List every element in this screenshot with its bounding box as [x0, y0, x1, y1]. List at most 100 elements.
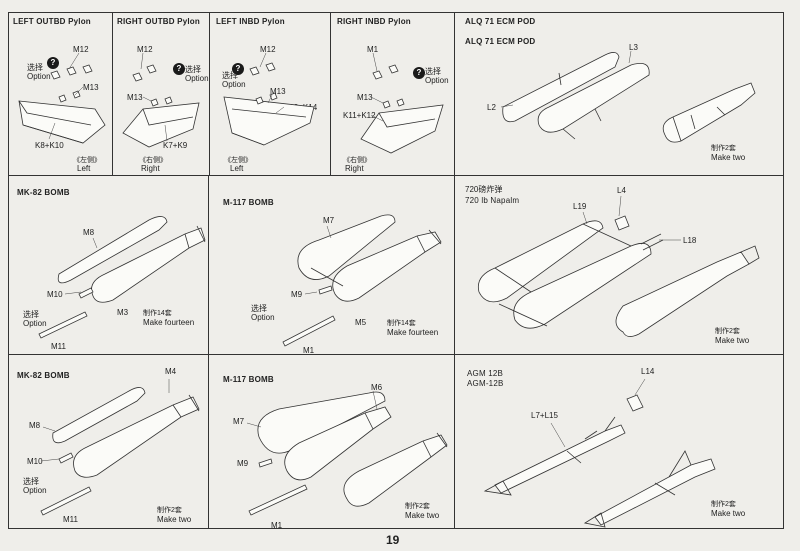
quantity-label-cn: 制作14套 — [387, 320, 416, 327]
option-icon: ? — [232, 63, 244, 75]
part-label: K11+K12 — [343, 111, 376, 120]
bomb-drawing — [38, 216, 206, 339]
part-label: K8+K10 — [35, 141, 64, 150]
part-label: K7+K9 — [163, 141, 188, 150]
panel-title: MK-82 BOMB — [17, 371, 70, 380]
part-label: M10 — [47, 290, 63, 299]
part-label: M6 — [371, 383, 383, 392]
page-number: 19 — [386, 533, 400, 547]
part-label: M11 — [63, 515, 78, 524]
panel-title: MK-82 BOMB — [17, 188, 70, 197]
part-label: L4 — [617, 186, 626, 195]
part-label: L3 — [629, 43, 638, 52]
part-label: M11 — [51, 342, 66, 351]
part-label: M12 — [73, 45, 89, 54]
bomb-drawing — [40, 379, 200, 516]
part-label: L2 — [487, 103, 496, 112]
part-label: M12 — [137, 45, 153, 54]
part-label: M9 — [291, 290, 303, 299]
bomb-drawing — [246, 390, 448, 516]
part-label: L19 — [573, 202, 587, 211]
part-label: M13 — [83, 83, 99, 92]
part-label: L7+L15 — [531, 411, 558, 420]
part-label: M1 — [303, 346, 315, 355]
pylon-drawing — [360, 52, 444, 154]
panel-title: 720 lb Napalm — [465, 196, 520, 205]
ecm-pod-drawing — [500, 50, 756, 143]
panel-alq71-ecm-pod: ALQ 71 ECM POD ALQ 71 ECM POD L3 L2 制作2套… — [454, 12, 784, 176]
side-label: Left — [230, 164, 244, 173]
side-label-cn: 《左侧》 — [73, 157, 101, 164]
side-label: Left — [77, 164, 91, 173]
option-icon: ? — [47, 57, 59, 69]
part-label: M1 — [271, 521, 283, 529]
panel-title: RIGHT OUTBD Pylon — [117, 17, 200, 26]
panel-subtitle: AGM-12B — [467, 379, 504, 388]
pylon-drawing — [18, 52, 106, 144]
part-label: M12 — [260, 45, 276, 54]
side-label: Right — [141, 164, 160, 173]
missile-drawing — [483, 378, 716, 528]
part-label: M13 — [357, 93, 373, 102]
side-label-cn: 《左侧》 — [224, 157, 252, 164]
part-label: M1 — [367, 45, 379, 54]
quantity-label-cn: 制作2套 — [711, 501, 736, 508]
quantity-label: Make fourteen — [143, 318, 195, 327]
pylon-drawing — [122, 52, 200, 148]
quantity-label: Make two — [711, 509, 746, 518]
bomb-drawing — [282, 214, 442, 347]
panel-title: RIGHT INBD Pylon — [337, 17, 411, 26]
quantity-label-cn: 制作2套 — [715, 328, 740, 335]
quantity-label-cn: 制作2套 — [711, 145, 736, 152]
quantity-label: Make two — [715, 336, 750, 345]
part-label: M5 — [355, 318, 367, 327]
option-icon: ? — [173, 63, 185, 75]
panel-720lb-napalm: 720磅炸弹 720 lb Napalm L4 L19 L18 制作2套 Mak… — [454, 175, 784, 355]
part-label: M7 — [233, 417, 245, 426]
quantity-label: Make two — [405, 511, 440, 520]
panel-m117-bomb-b: M-117 BOMB M6 M7 M9 M1 制作2套 Make two — [208, 354, 455, 529]
side-label: Right — [345, 164, 364, 173]
panel-title: LEFT OUTBD Pylon — [13, 17, 91, 26]
part-label: M3 — [117, 308, 129, 317]
part-label: M8 — [29, 421, 41, 430]
quantity-label-cn: 制作2套 — [157, 507, 182, 514]
part-label: M10 — [27, 457, 43, 466]
pylon-drawing — [223, 52, 315, 146]
panel-title: AGM 12B — [467, 369, 504, 378]
panel-title: LEFT INBD Pylon — [216, 17, 285, 26]
part-label: M9 — [237, 459, 249, 468]
option-icon: ? — [413, 67, 425, 79]
part-label: L14 — [641, 367, 655, 376]
part-label: M13 — [127, 93, 143, 102]
part-label: M4 — [165, 367, 177, 376]
quantity-label-cn: 制作14套 — [143, 310, 172, 317]
panel-subtitle: ALQ 71 ECM POD — [465, 37, 536, 46]
panel-title-cn: 720磅炸弹 — [465, 185, 503, 194]
part-label: M13 — [270, 87, 286, 96]
panel-title: M-117 BOMB — [223, 198, 274, 207]
part-label: L18 — [683, 236, 697, 245]
quantity-label-cn: 制作2套 — [405, 503, 430, 510]
quantity-label: Make two — [711, 153, 746, 162]
panel-agm12b-missile: AGM 12B AGM-12B L14 L7+L15 制作2套 Make two — [454, 354, 784, 529]
side-label-cn: 《右侧》 — [139, 157, 167, 164]
quantity-label: Make two — [157, 515, 192, 524]
panel-title: ALQ 71 ECM POD — [465, 17, 536, 26]
part-label: M8 — [83, 228, 95, 237]
